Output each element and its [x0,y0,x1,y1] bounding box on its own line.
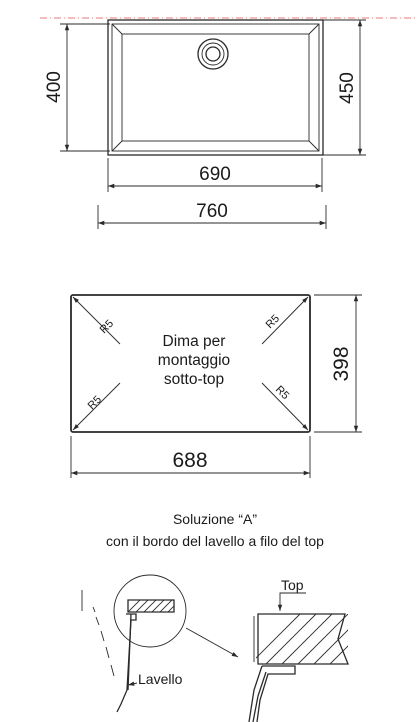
section-detail: Top [248,577,349,722]
solution-a: Soluzione “A” con il bordo del lavello a… [81,511,349,722]
radius-label-top-left: R5 [98,318,116,336]
template-dim-depth: 398 [330,346,353,381]
section-overview: Lavello [81,574,239,713]
dim-inner-width: 690 [199,164,231,185]
template-label-line3: sotto-top [164,371,224,388]
drain-icon [197,38,229,70]
template-outline [70,294,311,433]
dim-inner-depth: 400 [44,71,65,103]
template-label-line1: Dima per [163,333,226,350]
solution-subtitle: con il bordo del lavello a filo del top [106,533,324,549]
radius-label-bottom-right: R5 [273,384,291,402]
top-slab-section [257,613,349,665]
radius-label-top-right: R5 [264,313,282,331]
top-label: Top [281,577,304,593]
sink-edge-detail [256,665,296,722]
mounting-template: Dima per montaggio sotto-top R5 R5 R5 R5… [70,294,362,478]
template-label-line2: montaggio [158,352,230,369]
sink-basin-bottom [121,33,310,142]
sink-wall-section [116,613,137,713]
sink-label: Lavello [138,671,183,687]
radius-label-bottom-left: R5 [86,394,104,412]
sink-inner-outline [111,23,320,152]
sink-top-view: 400 450 690 760 [40,17,418,229]
dim-outer-width: 760 [196,201,228,222]
magnifier-circle [113,574,187,648]
template-dim-width: 688 [172,449,207,472]
solution-title: Soluzione “A” [173,511,257,527]
dim-outer-depth: 450 [337,72,358,104]
sink-outer-outline [107,19,324,156]
